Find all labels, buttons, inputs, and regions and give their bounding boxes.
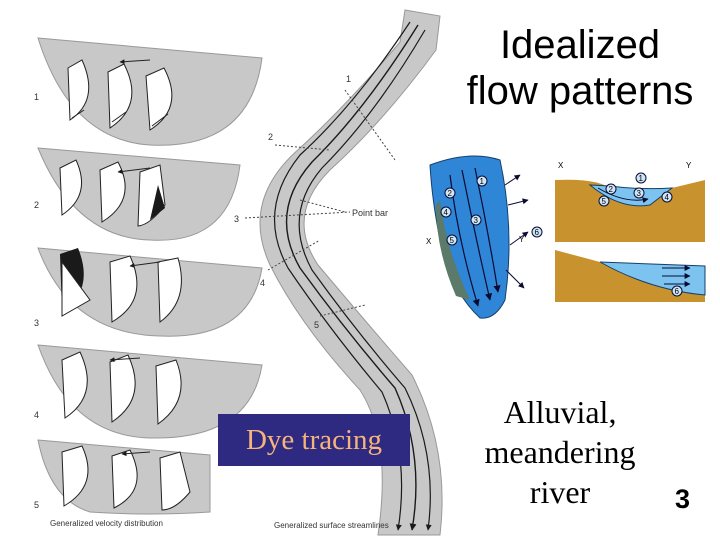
cross-section-1 — [37, 37, 263, 146]
svg-text:2: 2 — [448, 189, 453, 198]
plan-marker: 5 — [446, 234, 458, 246]
plan-marker: 3 — [470, 214, 482, 226]
svg-text:4: 4 — [444, 208, 449, 217]
plan-marker: 2 — [444, 187, 456, 199]
channel-label: 1 — [346, 74, 351, 84]
section-number: 5 — [34, 500, 39, 510]
section-number: 1 — [34, 92, 39, 102]
section-number: 2 — [34, 200, 39, 210]
section-marker: 3 — [633, 187, 645, 199]
alluvial-label: Alluvial, meandering river — [455, 392, 665, 512]
section-marker: 1 — [635, 172, 647, 184]
channel-label: 5 — [314, 320, 319, 330]
channel-label: 3 — [234, 214, 239, 224]
alluvial-line: meandering — [484, 434, 636, 470]
svg-text:6: 6 — [535, 228, 540, 237]
dye-tracing-label: Dye tracing — [218, 414, 410, 466]
bank-profile-inset: 6 — [555, 250, 706, 302]
cross-section-5 — [37, 439, 211, 515]
svg-text:1: 1 — [480, 177, 485, 186]
channel-label: 2 — [268, 132, 273, 142]
alluvial-line: Alluvial, — [503, 394, 617, 430]
svg-text:3: 3 — [474, 216, 479, 225]
svg-text:5: 5 — [602, 197, 607, 206]
velocity-caption: Generalized velocity distribution — [50, 519, 163, 528]
svg-text:4: 4 — [665, 193, 670, 202]
svg-text:5: 5 — [450, 236, 455, 245]
point-bar-label: Point bar — [352, 208, 388, 218]
slide-title: Idealized flow patterns — [445, 22, 715, 114]
svg-text:3: 3 — [637, 189, 642, 198]
svg-text:2: 2 — [609, 185, 614, 194]
channel-cross-section-inset: 1 2 3 4 5 X Y — [555, 161, 705, 242]
section-marker: 6 — [671, 285, 683, 297]
alluvial-line: river — [529, 474, 591, 510]
cross-section-3 — [37, 247, 263, 337]
plan-marker: 4 — [440, 206, 452, 218]
plan-view-inset: 1 2 3 4 5 6 X Y — [426, 155, 543, 319]
svg-text:1: 1 — [639, 174, 644, 183]
svg-text:6: 6 — [675, 287, 680, 296]
meander-channel: 1 2 3 4 5 Point bar Generalized surface … — [234, 9, 443, 536]
section-marker: 5 — [598, 195, 610, 207]
streamlines-caption: Generalized surface streamlines — [274, 521, 389, 530]
section-number: 3 — [34, 318, 39, 328]
section-label-x: X — [558, 161, 564, 170]
title-line: flow patterns — [466, 69, 694, 113]
cross-section-2 — [37, 147, 241, 241]
title-line: Idealized — [499, 23, 661, 67]
section-label-y: Y — [686, 161, 692, 170]
cross-section-4 — [37, 344, 263, 439]
section-number: 4 — [34, 410, 39, 420]
plan-label-y: Y — [519, 235, 525, 244]
section-marker: 2 — [605, 183, 617, 195]
velocity-cross-sections: 1 2 3 4 5 Generalized velocity distribut… — [34, 37, 263, 528]
slide-number: 3 — [675, 484, 691, 514]
plan-label-x: X — [426, 237, 432, 246]
plan-marker: 6 — [531, 226, 543, 238]
channel-label: 4 — [260, 278, 265, 288]
plan-marker: 1 — [476, 175, 488, 187]
section-marker: 4 — [661, 191, 673, 203]
